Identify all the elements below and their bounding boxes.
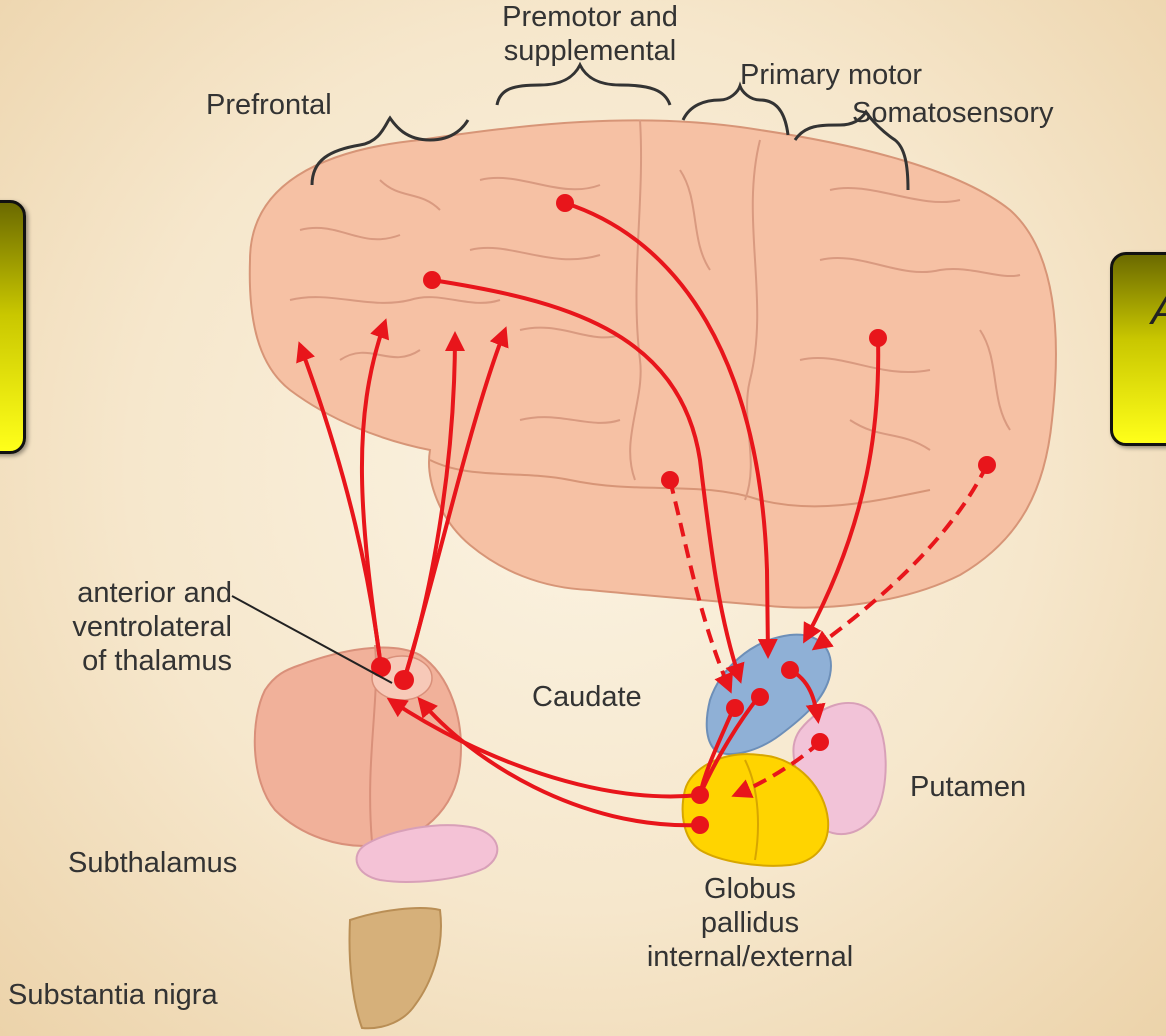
- label-thalamus-line2: ventrolateral: [0, 610, 232, 644]
- left-callout-box: [0, 200, 26, 454]
- label-substantia-nigra: Substantia nigra: [8, 978, 218, 1012]
- label-putamen: Putamen: [910, 770, 1026, 804]
- label-primary-motor: Primary motor: [740, 58, 922, 92]
- label-premotor-line2: supplemental: [440, 34, 740, 68]
- label-caudate: Caudate: [532, 680, 642, 714]
- label-globus-pallidus: Globus pallidus internal/external: [590, 872, 910, 974]
- label-globus-line1: Globus: [590, 872, 910, 906]
- thalamus: [255, 645, 461, 846]
- label-globus-line2: pallidus: [590, 906, 910, 940]
- label-globus-line3: internal/external: [590, 940, 910, 974]
- label-subthalamus: Subthalamus: [68, 846, 237, 880]
- label-thalamus-line3: of thalamus: [0, 644, 232, 678]
- substantia-nigra: [350, 908, 441, 1028]
- globus-to-thalamus-arrow-2: [420, 700, 700, 825]
- label-somatosensory: Somatosensory: [852, 96, 1054, 130]
- label-prefrontal: Prefrontal: [206, 88, 332, 122]
- label-premotor: Premotor and supplemental: [440, 0, 740, 68]
- label-thalamus: anterior and ventrolateral of thalamus: [0, 576, 232, 678]
- right-callout-box: A: [1110, 252, 1166, 446]
- right-callout-text: A: [1151, 289, 1166, 334]
- label-premotor-line1: Premotor and: [440, 0, 740, 34]
- label-thalamus-line1: anterior and: [0, 576, 232, 610]
